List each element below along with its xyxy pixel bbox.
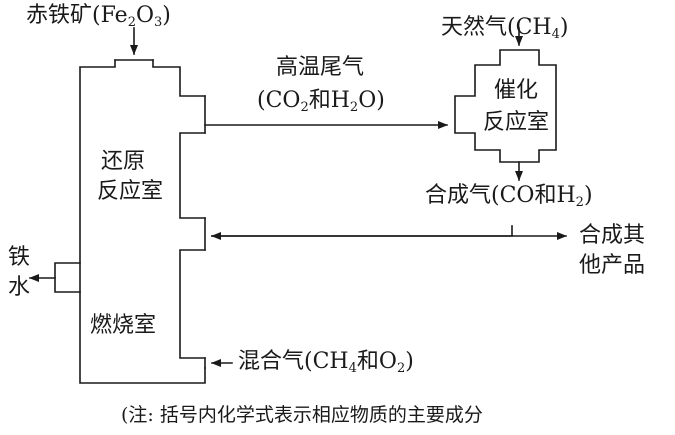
catalytic-chamber-label-line1: 催化 (494, 78, 539, 103)
hematite-label: 赤铁矿(Fe2O3) (26, 3, 171, 30)
molten-iron-label-line1: 铁 (8, 245, 31, 270)
tail-gas-label-line1: 高温尾气 (276, 55, 365, 80)
molten-iron-label-line2: 水 (8, 275, 31, 300)
footnote: (注: 括号内化学式表示相应物质的主要成分 (121, 404, 483, 426)
catalytic-chamber-label-line2: 反应室 (483, 110, 550, 135)
natural-gas-label: 天然气(CH4) (441, 15, 569, 42)
combustion-chamber-label: 燃烧室 (90, 313, 157, 338)
other-products-label-line1: 合成其 (579, 223, 646, 248)
other-products-label-line2: 他产品 (579, 253, 646, 278)
reduction-chamber-label-line1: 还原 (101, 149, 146, 174)
catalytic-chamber-outline (454, 49, 557, 163)
mixed-gas-label: 混合气(CH4和O2) (238, 349, 414, 376)
reduction-chamber-label-line2: 反应室 (97, 179, 164, 204)
iron-outlet-pipe (54, 262, 81, 293)
furnace-outline (79, 59, 206, 384)
syngas-label: 合成气(CO和H2) (425, 183, 593, 210)
tail-gas-label-line2: (CO2和H2O) (257, 88, 385, 115)
